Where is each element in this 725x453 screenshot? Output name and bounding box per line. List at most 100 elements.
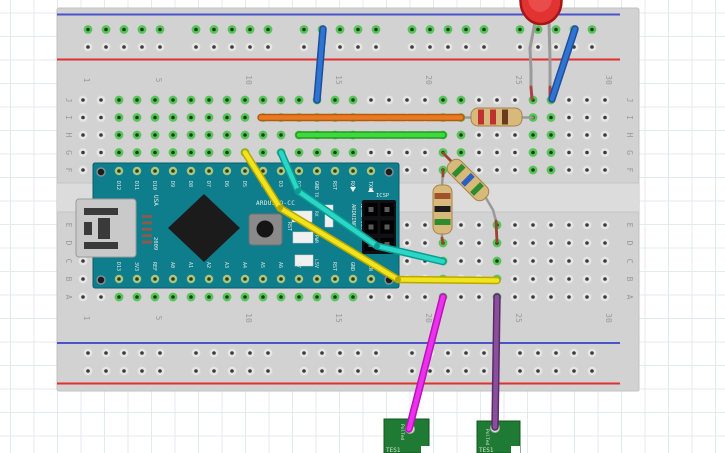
hole[interactable] — [564, 165, 574, 175]
hole[interactable] — [263, 42, 273, 52]
hole[interactable] — [420, 220, 430, 230]
wire-cyan-bendpoint[interactable] — [374, 243, 380, 249]
hole[interactable] — [600, 113, 610, 122]
hole[interactable] — [600, 165, 610, 175]
led-red[interactable] — [519, 0, 563, 101]
hole[interactable] — [425, 42, 435, 52]
hole-connected[interactable] — [204, 292, 214, 302]
nano-pin-d12[interactable] — [114, 166, 124, 176]
hole-connected[interactable] — [204, 95, 214, 105]
hole[interactable] — [407, 348, 417, 358]
hole[interactable] — [515, 366, 525, 376]
hole[interactable] — [528, 220, 538, 230]
hole[interactable] — [510, 130, 520, 140]
hole[interactable] — [101, 366, 111, 376]
hole-connected[interactable] — [222, 292, 232, 302]
hole-connected[interactable] — [294, 292, 304, 302]
hole-connected[interactable] — [294, 148, 304, 157]
hole[interactable] — [96, 148, 106, 157]
hole[interactable] — [366, 148, 376, 157]
hole[interactable] — [371, 42, 381, 52]
hole-connected[interactable] — [425, 25, 435, 34]
hole-connected[interactable] — [587, 25, 597, 34]
hole[interactable] — [582, 113, 592, 122]
hole-connected[interactable] — [258, 95, 268, 105]
hole[interactable] — [335, 42, 345, 52]
hole[interactable] — [479, 348, 489, 358]
hole[interactable] — [456, 292, 466, 302]
nano-pin-rxd[interactable] — [348, 166, 358, 176]
hole[interactable] — [479, 42, 489, 52]
hole[interactable] — [366, 292, 376, 302]
wire-yellow-bendpoint[interactable] — [395, 276, 401, 283]
nano-pin-a0[interactable] — [168, 274, 178, 284]
reset-button-cap[interactable] — [256, 220, 274, 238]
hole-connected[interactable] — [456, 95, 466, 105]
wire-yellow[interactable] — [241, 148, 501, 285]
hole[interactable] — [443, 348, 453, 358]
hole[interactable] — [96, 113, 106, 122]
hole[interactable] — [564, 292, 574, 302]
hole[interactable] — [546, 238, 556, 248]
hole[interactable] — [582, 292, 592, 302]
nano-pin-a5[interactable] — [258, 274, 268, 284]
hole[interactable] — [191, 42, 201, 52]
nano-pin-d2[interactable] — [294, 166, 304, 176]
hole[interactable] — [510, 274, 520, 284]
hole-connected[interactable] — [371, 25, 381, 34]
hole-connected[interactable] — [227, 25, 237, 34]
nano-pin-ref[interactable] — [150, 274, 160, 284]
hole[interactable] — [299, 42, 309, 52]
nano-pin-gnd[interactable] — [348, 274, 358, 284]
hole[interactable] — [402, 220, 412, 230]
resistor-vertical[interactable] — [432, 168, 453, 245]
hole-connected[interactable] — [335, 25, 345, 34]
hole[interactable] — [474, 95, 484, 105]
wire-yellow-core[interactable] — [242, 150, 500, 283]
nano-pin-5v[interactable] — [312, 274, 322, 284]
hole-connected[interactable] — [186, 292, 196, 302]
hole-connected[interactable] — [168, 148, 178, 157]
hole-connected[interactable] — [114, 130, 124, 140]
hole[interactable] — [83, 42, 93, 52]
hole[interactable] — [528, 292, 538, 302]
hole[interactable] — [227, 348, 237, 358]
hole[interactable] — [299, 348, 309, 358]
hole[interactable] — [564, 238, 574, 248]
hole[interactable] — [461, 42, 471, 52]
hole[interactable] — [582, 130, 592, 140]
hole[interactable] — [384, 148, 394, 157]
hole[interactable] — [353, 42, 363, 52]
hole[interactable] — [83, 366, 93, 376]
hole-connected[interactable] — [132, 113, 142, 122]
hole-connected[interactable] — [137, 25, 147, 34]
hole[interactable] — [402, 95, 412, 105]
hole-connected[interactable] — [533, 25, 543, 34]
hole[interactable] — [155, 348, 165, 358]
resistor-horizontal[interactable] — [459, 107, 535, 127]
hole[interactable] — [600, 256, 610, 266]
hole[interactable] — [119, 348, 129, 358]
hole-connected[interactable] — [348, 95, 358, 105]
hole[interactable] — [582, 238, 592, 248]
hole[interactable] — [402, 165, 412, 175]
hole[interactable] — [461, 348, 471, 358]
hole[interactable] — [492, 165, 502, 175]
hole-connected[interactable] — [83, 25, 93, 34]
hole-connected[interactable] — [456, 130, 466, 140]
hole[interactable] — [456, 256, 466, 266]
hole[interactable] — [299, 366, 309, 376]
resistor-diagonal[interactable] — [441, 151, 499, 244]
nano-pin-d11[interactable] — [132, 166, 142, 176]
hole[interactable] — [78, 95, 88, 105]
hole-connected[interactable] — [114, 148, 124, 157]
hole[interactable] — [420, 292, 430, 302]
hole[interactable] — [137, 42, 147, 52]
hole[interactable] — [600, 238, 610, 248]
hole[interactable] — [569, 366, 579, 376]
hole-connected[interactable] — [330, 148, 340, 157]
hole[interactable] — [96, 95, 106, 105]
hole[interactable] — [209, 348, 219, 358]
hole[interactable] — [564, 130, 574, 140]
